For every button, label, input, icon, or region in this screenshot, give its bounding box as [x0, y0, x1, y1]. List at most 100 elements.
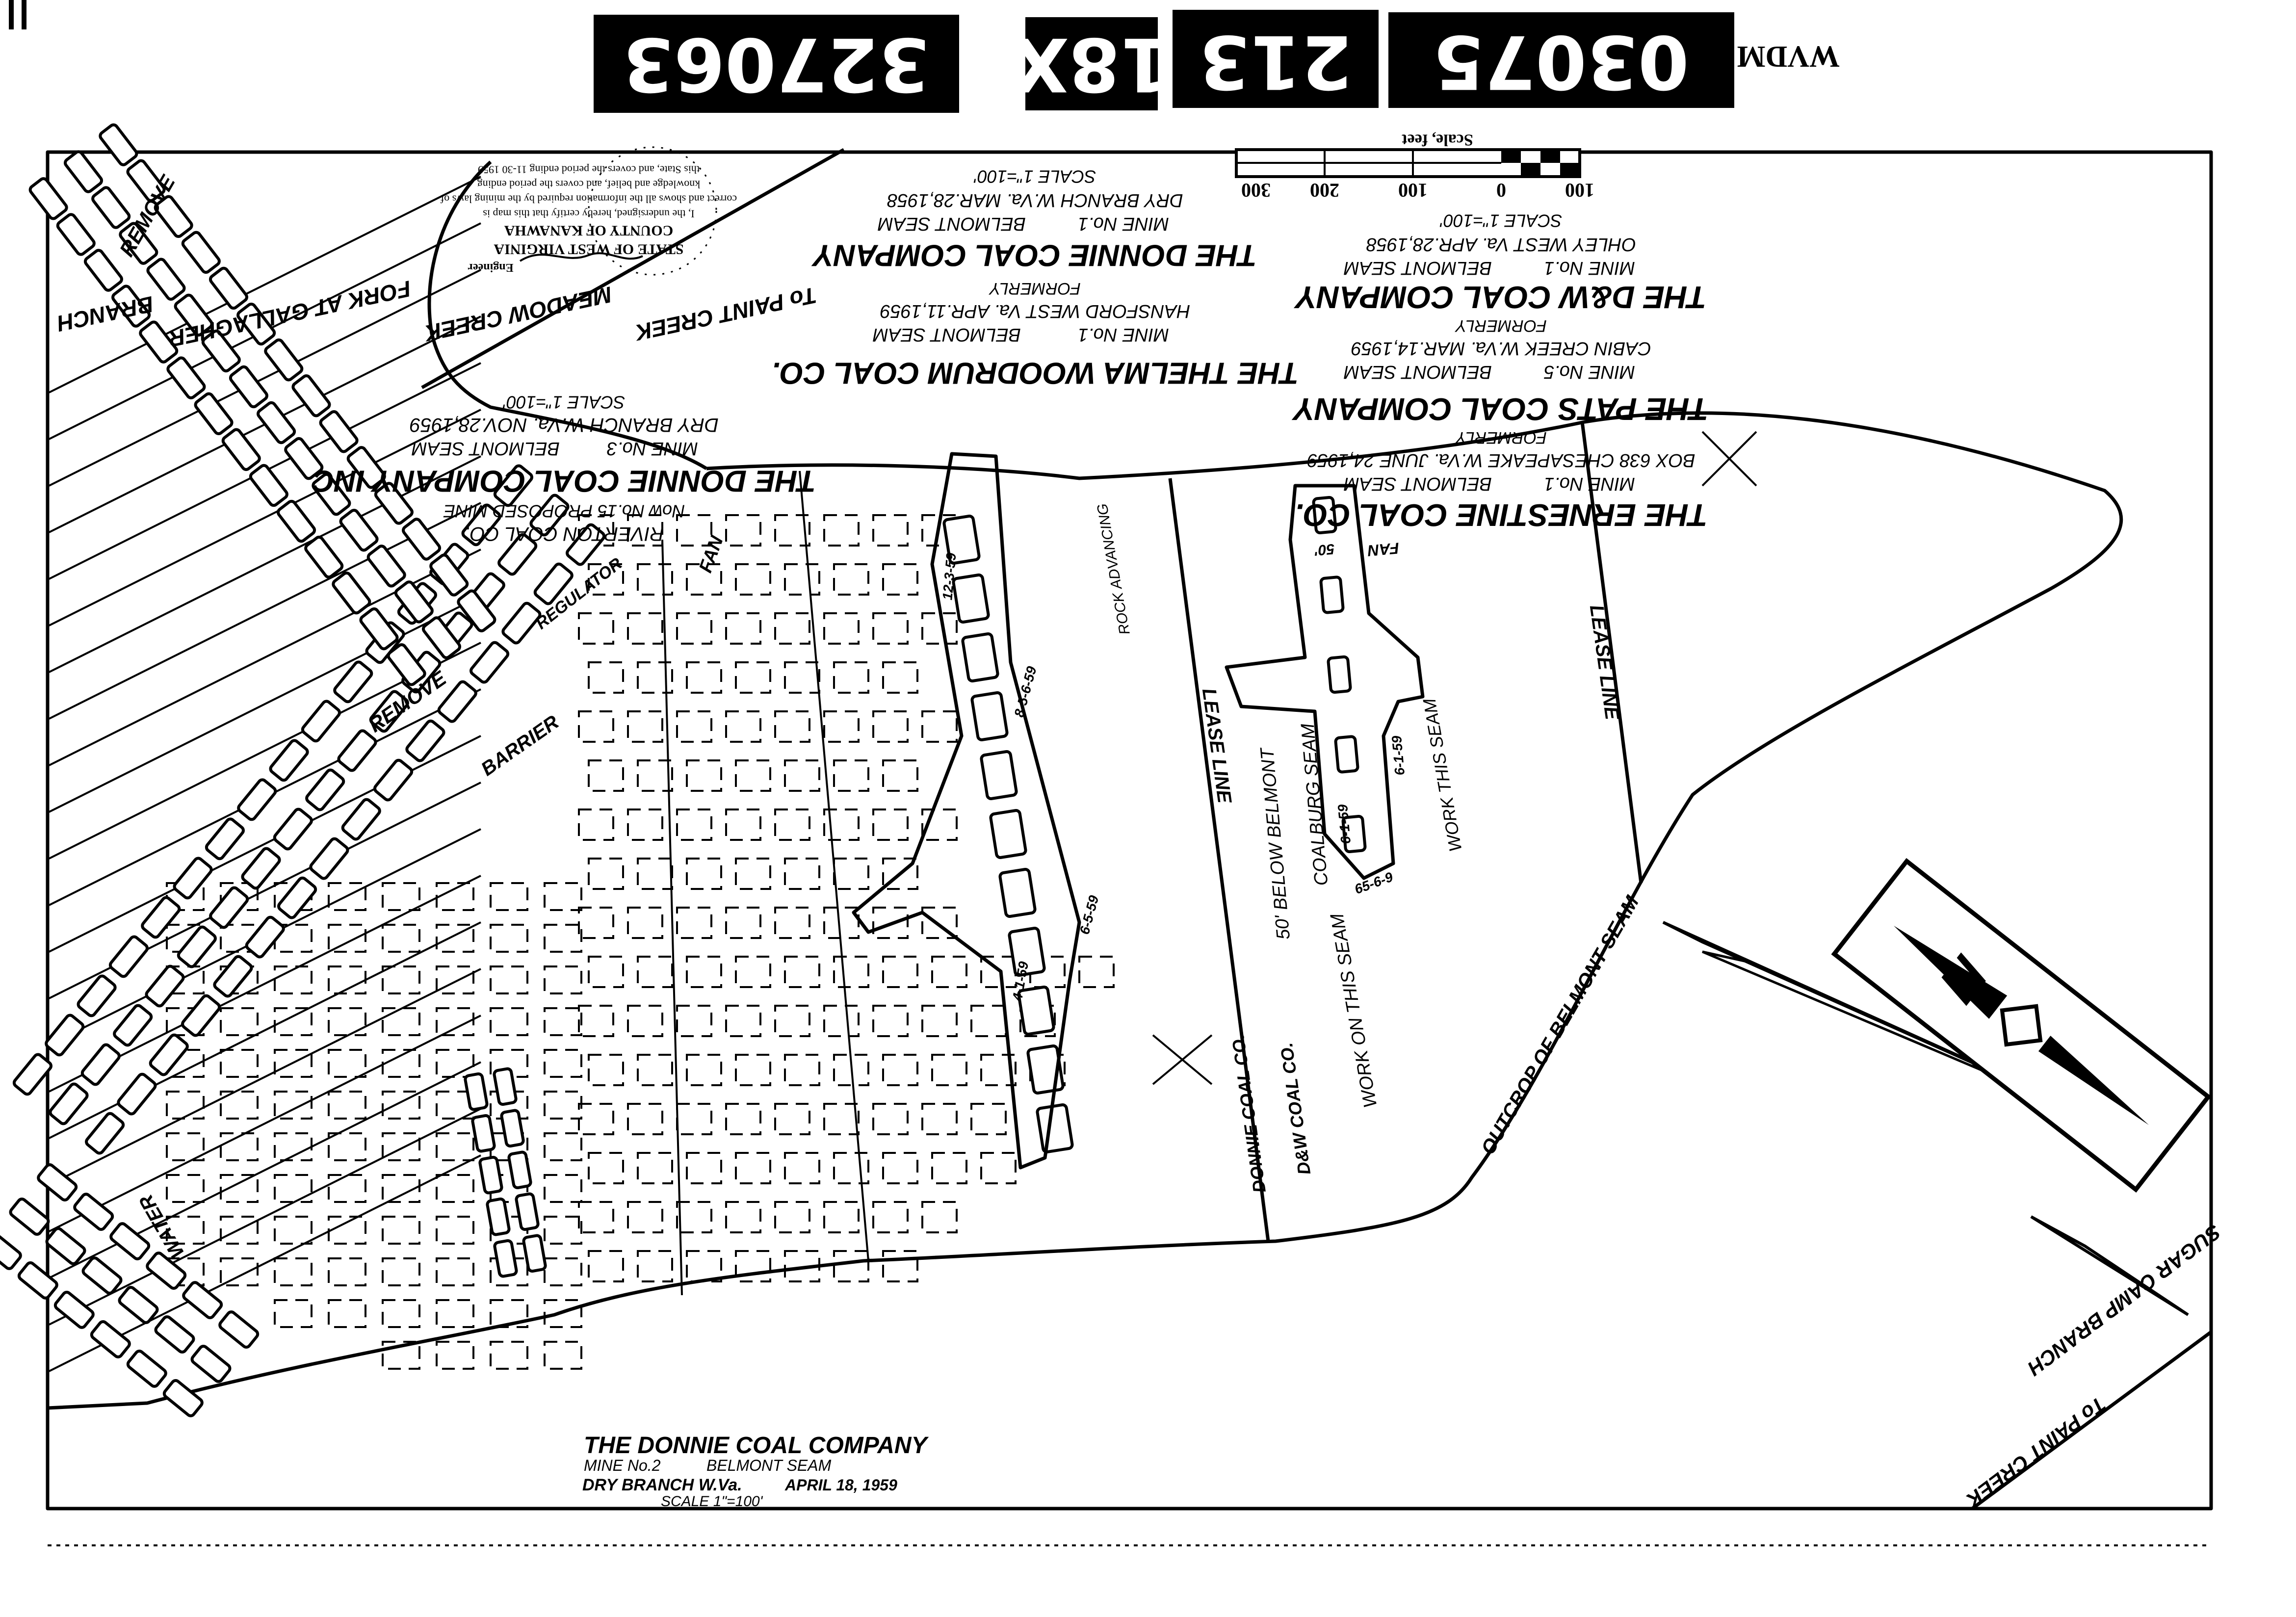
hatch-line	[49, 1061, 481, 1279]
main-entry-pillar	[533, 562, 574, 605]
old-workings-pillar	[784, 1152, 820, 1184]
old-workings-pillar	[921, 710, 958, 743]
main-entry-pillar	[305, 768, 345, 811]
old-workings-pillar	[220, 1257, 259, 1286]
hatch-line	[49, 455, 481, 673]
main-entry-pillar	[77, 974, 117, 1017]
old-workings-pillar	[637, 563, 673, 596]
old-workings-pillar	[774, 907, 810, 939]
old-workings-pillar	[774, 808, 810, 841]
old-workings-pillar	[274, 1257, 313, 1286]
main-entry-pillar	[45, 1014, 85, 1057]
title-scale: SCALE 1"=100'	[661, 1493, 763, 1510]
old-workings-pillar	[328, 1007, 366, 1036]
old-workings-pillar	[382, 1216, 420, 1245]
main-entry-pillar	[213, 955, 253, 998]
central-entry-pillar	[989, 809, 1027, 859]
cross-entry-pillar	[56, 213, 96, 256]
thelma-mine: MINE No.1	[1078, 324, 1169, 345]
old-workings-pillar	[382, 1007, 420, 1036]
central-entry-pillar	[980, 750, 1018, 800]
main-entry-pillar	[245, 915, 285, 959]
old-workings-pillar	[274, 965, 313, 994]
label-fan: FAN	[1367, 539, 1400, 560]
cross-entry-pillar	[236, 302, 276, 346]
donnie1-seam: BELMONT SEAM	[878, 213, 1026, 234]
old-workings-pillar	[328, 1132, 366, 1161]
south-entry-pillar	[522, 1234, 547, 1273]
south-entry-pillar	[500, 1109, 525, 1148]
cross-entry-pillar	[119, 222, 158, 265]
cross-entry-pillar	[312, 473, 351, 516]
south-entry-pillar	[493, 1067, 518, 1106]
water-entry-pillar	[17, 1261, 58, 1300]
dw-scale: SCALE 1"=100'	[1439, 211, 1562, 231]
old-workings-pillar	[774, 1005, 810, 1037]
main-entry-pillar	[237, 778, 277, 821]
right-entry-pillar	[1312, 496, 1337, 534]
old-workings-pillar	[544, 1299, 582, 1328]
right-entry-pillar	[1327, 655, 1352, 694]
old-workings-pillar	[872, 907, 909, 939]
old-workings-pillar	[735, 661, 771, 694]
ernestine-company: THE ERNESTINE COAL CO.	[1295, 497, 1708, 533]
old-workings-pillar	[328, 1174, 366, 1203]
old-workings-pillar	[490, 882, 528, 911]
title-location: DRY BRANCH W.Va.	[582, 1476, 742, 1494]
old-workings-pillar	[784, 858, 820, 890]
old-workings-pillar	[544, 965, 582, 994]
central-entry-pillar	[952, 574, 990, 624]
old-workings-pillar	[980, 1152, 1017, 1184]
old-workings-pillar	[588, 759, 624, 792]
old-workings-pillar	[382, 1091, 420, 1120]
old-workings-pillar	[833, 759, 869, 792]
cert-line: knowledge and belief, and covers the per…	[477, 179, 701, 191]
main-entry-pillar	[177, 925, 217, 968]
pats-seam: BELMONT SEAM	[1344, 362, 1492, 382]
old-workings-pillar	[833, 1152, 869, 1184]
thelma-seam: BELMONT SEAM	[873, 324, 1021, 345]
water-entry-pillar	[182, 1281, 223, 1319]
thelma-address: HANSFORD WEST Va. APR.11,1959	[880, 301, 1190, 321]
old-workings-pillar	[676, 1103, 712, 1135]
old-workings-pillar	[735, 1152, 771, 1184]
main-entry-pillar	[108, 935, 149, 978]
donnie1-scale: SCALE 1"=100'	[973, 167, 1096, 187]
old-workings-pillar	[637, 1054, 673, 1086]
hatch-line	[49, 1015, 481, 1232]
donnie3-proposed: Now No.15 PROPOSED MINE	[443, 501, 685, 522]
label-rock-advancing: ROCK ADVANCING	[1094, 502, 1133, 636]
old-workings-pillar	[436, 1007, 474, 1036]
old-workings-pillar	[1019, 1005, 1056, 1037]
cross-entry-pillar	[63, 150, 104, 193]
old-workings-pillar	[686, 858, 722, 890]
old-workings-pillar	[436, 1299, 474, 1328]
main-entry-pillar	[566, 523, 606, 566]
label-lease-line: LEASE LINE	[1586, 603, 1623, 722]
old-workings-pillar	[544, 1049, 582, 1078]
old-workings-pillar	[725, 907, 761, 939]
old-workings-pillar	[328, 1216, 366, 1245]
dw-seam: BELMONT SEAM	[1344, 258, 1492, 278]
old-workings-pillar	[588, 1054, 624, 1086]
water-entry-pillar	[218, 1310, 260, 1349]
cross-entry-pillar	[209, 266, 248, 310]
donnie3-riverton: RIVERTON COAL CO.	[465, 523, 664, 545]
seal	[588, 146, 717, 276]
donnie3-company: THE DONNIE COAL COMPANY INC	[312, 464, 816, 498]
cross-entry-pillar	[277, 499, 316, 543]
cross-entry-pillar	[83, 249, 123, 292]
main-entry-pillar	[309, 837, 349, 880]
main-entry-pillar	[470, 641, 510, 684]
water-entry-pillar	[73, 1193, 114, 1231]
water-entry-pillar	[0, 1232, 22, 1270]
old-workings-pillar	[436, 1341, 474, 1370]
survey-triangle	[2030, 1215, 2189, 1316]
old-workings-pillar	[627, 808, 663, 841]
label-meadow-creek: MEADOW CREEK	[421, 282, 614, 346]
ernestine-seam: BELMONT SEAM	[1344, 473, 1492, 494]
old-workings-pillar	[921, 907, 958, 939]
old-workings-pillar	[328, 882, 366, 911]
title-seam: BELMONT SEAM	[706, 1457, 832, 1474]
